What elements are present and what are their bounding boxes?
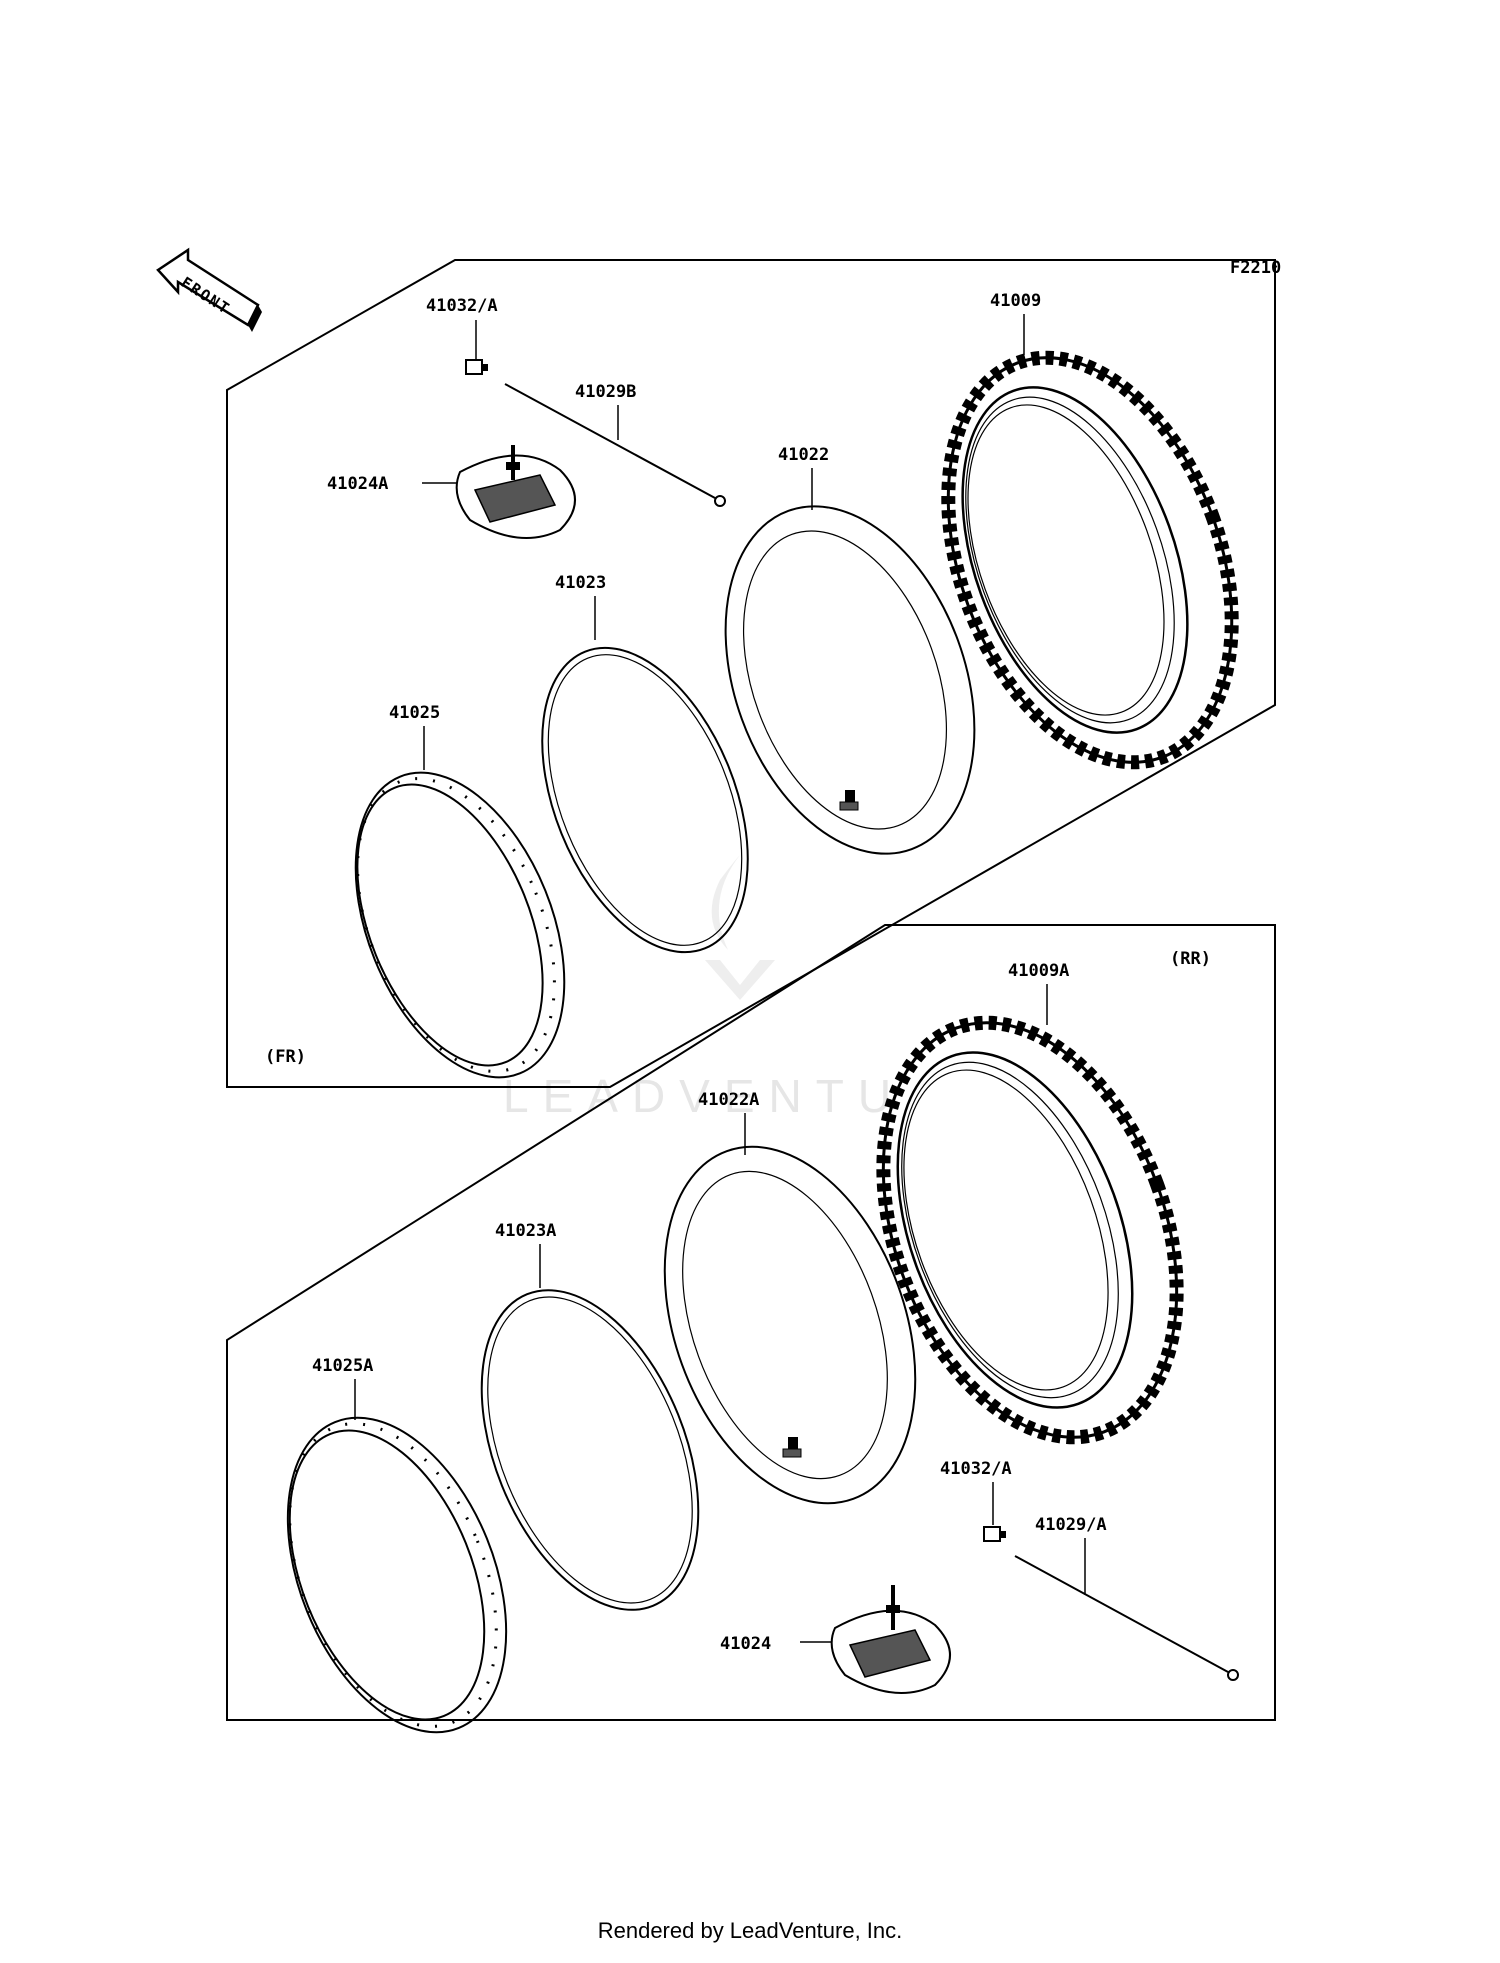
front-tire: 41009 bbox=[941, 291, 1239, 770]
front-spoke-nipple: 41032/A bbox=[426, 296, 498, 375]
front-tire-label: 41009 bbox=[990, 291, 1041, 311]
rear-inner-tube-label: 41022A bbox=[698, 1090, 759, 1110]
front-arrow-icon: FRONT bbox=[156, 247, 262, 332]
front-rim-lock-label: 41024A bbox=[327, 474, 388, 494]
rear-spoke: 41029/A bbox=[1014, 1515, 1239, 1681]
front-rim-band: 41023 bbox=[541, 573, 749, 954]
rear-tire: 41009A bbox=[876, 961, 1184, 1445]
front-inner-tube-label: 41022 bbox=[778, 445, 829, 465]
front-spoke: 41029B bbox=[504, 382, 726, 507]
rear-section-frame bbox=[226, 924, 1276, 1721]
front-section-frame bbox=[226, 259, 1276, 1088]
rear-spoke-nipple: 41032/A bbox=[940, 1459, 1012, 1542]
front-spoke-nipple-label: 41032/A bbox=[426, 296, 498, 316]
rear-rim-lock-label: 41024 bbox=[720, 1634, 771, 1654]
front-rim-lock: 41024A bbox=[327, 445, 576, 539]
rear-section-label: (RR) bbox=[1170, 949, 1211, 969]
front-spoke-label: 41029B bbox=[575, 382, 636, 402]
diagram-code: F2210 bbox=[1230, 258, 1281, 278]
rear-tire-label: 41009A bbox=[1008, 961, 1069, 981]
front-rim-label: 41025 bbox=[389, 703, 440, 723]
rear-rim-band: 41023A bbox=[480, 1221, 700, 1611]
front-section-label: (FR) bbox=[265, 1047, 306, 1067]
front-rim-band-label: 41023 bbox=[555, 573, 606, 593]
rear-rim-lock: 41024 bbox=[720, 1585, 951, 1694]
rear-inner-tube: 41022A bbox=[663, 1090, 917, 1505]
rear-spoke-label: 41029/A bbox=[1035, 1515, 1107, 1535]
front-rim: 41025 bbox=[354, 703, 566, 1079]
rear-rim: 41025A bbox=[286, 1356, 508, 1734]
rear-rim-band-label: 41023A bbox=[495, 1221, 556, 1241]
rear-rim-label: 41025A bbox=[312, 1356, 373, 1376]
front-inner-tube: 41022 bbox=[724, 445, 976, 855]
footer-credit: Rendered by LeadVenture, Inc. bbox=[597, 1918, 903, 1943]
rear-spoke-nipple-label: 41032/A bbox=[940, 1459, 1012, 1479]
